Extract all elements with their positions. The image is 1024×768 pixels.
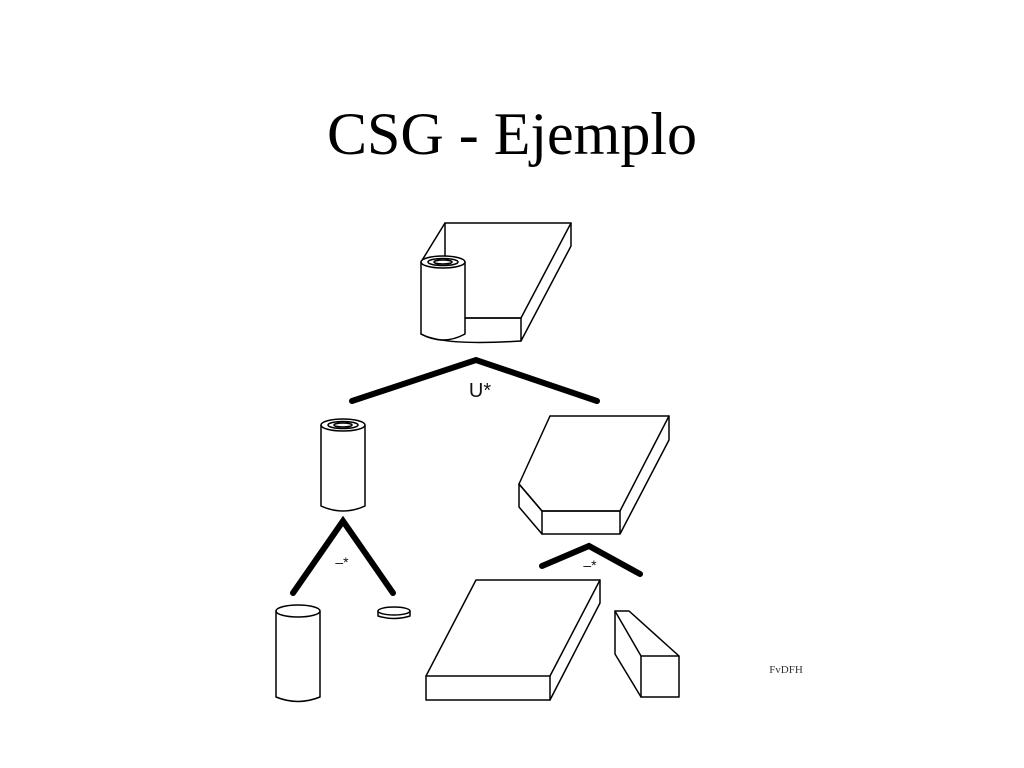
leaf-small-block: [614, 610, 680, 698]
right-operator-label: –*: [583, 557, 597, 573]
leaf-disk: [377, 606, 411, 620]
root-operator-label: U*: [469, 380, 491, 402]
slide-title: CSG - Ejemplo: [327, 101, 697, 167]
right-intermediate-chamfered-block: [518, 415, 670, 535]
left-operator-wedge: [290, 515, 396, 596]
credit-label: FvDFH: [769, 664, 803, 676]
root-operator-wedge: [349, 356, 600, 404]
root-result-solid: [420, 222, 572, 344]
right-operator-wedge: [539, 542, 643, 577]
leaf-cylinder: [275, 604, 321, 703]
left-intermediate-cylinder: [320, 418, 366, 512]
left-operator-label: –*: [335, 554, 349, 570]
leaf-slab: [425, 579, 601, 701]
